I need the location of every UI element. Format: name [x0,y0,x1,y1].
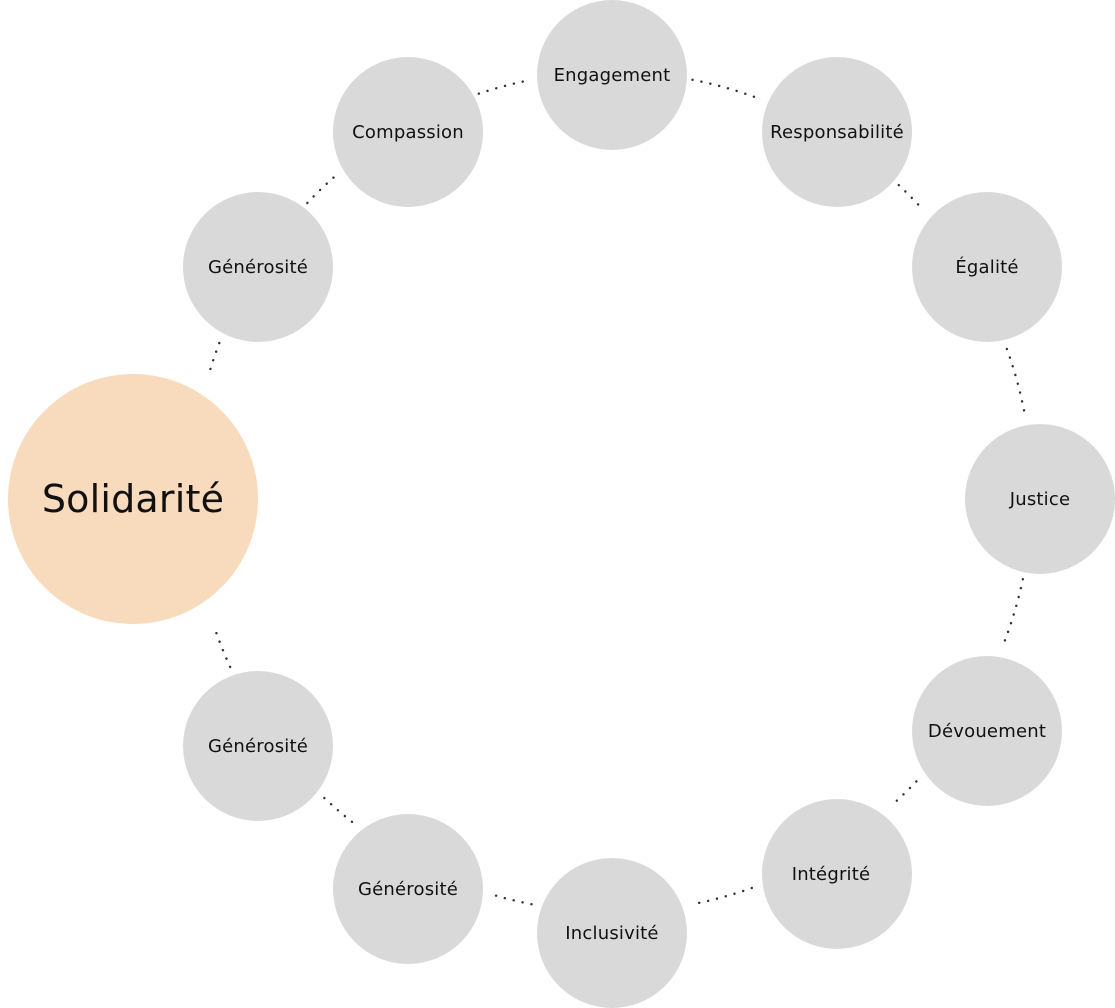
node-label: Générosité [207,256,309,278]
center-node-label: Solidarité [41,477,225,521]
dotted-connector [1001,578,1025,647]
node-generosite-upper-left: Générosité [183,192,333,342]
node-justice: Justice [965,424,1115,574]
dotted-connector [493,894,533,906]
dotted-connector [889,780,918,808]
center-node-solidarite: Solidarité [8,374,258,624]
dotted-connector [691,886,754,906]
dotted-connector [209,337,223,371]
node-inclusivite: Inclusivité [537,858,687,1008]
node-label: Intégrité [791,863,871,885]
node-engagement: Engagement [537,0,687,150]
node-label: Dévouement [927,720,1047,742]
dotted-connector [1005,347,1027,420]
node-generosite-lower-left: Générosité [183,671,333,821]
node-label: Inclusivité [565,922,659,944]
node-label: Générosité [357,878,459,900]
node-responsabilite: Responsabilité [762,57,912,207]
node-label: Compassion [352,121,464,143]
node-generosite-bottom: Générosité [333,814,483,964]
node-egalite: Égalité [912,192,1062,342]
node-label: Responsabilité [770,121,904,143]
node-label: Justice [1009,488,1071,510]
node-label: Générosité [207,735,309,757]
dotted-connector [322,796,354,824]
node-label: Égalité [955,256,1019,278]
node-compassion: Compassion [333,57,483,207]
dotted-connector [691,78,764,101]
dotted-connector [477,78,533,95]
dotted-connector [306,171,340,205]
dotted-connector [212,625,232,669]
node-integrite: Intégrité [762,799,912,949]
node-devouement: Dévouement [912,656,1062,806]
dotted-connector [897,183,926,213]
node-label: Engagement [553,64,671,86]
